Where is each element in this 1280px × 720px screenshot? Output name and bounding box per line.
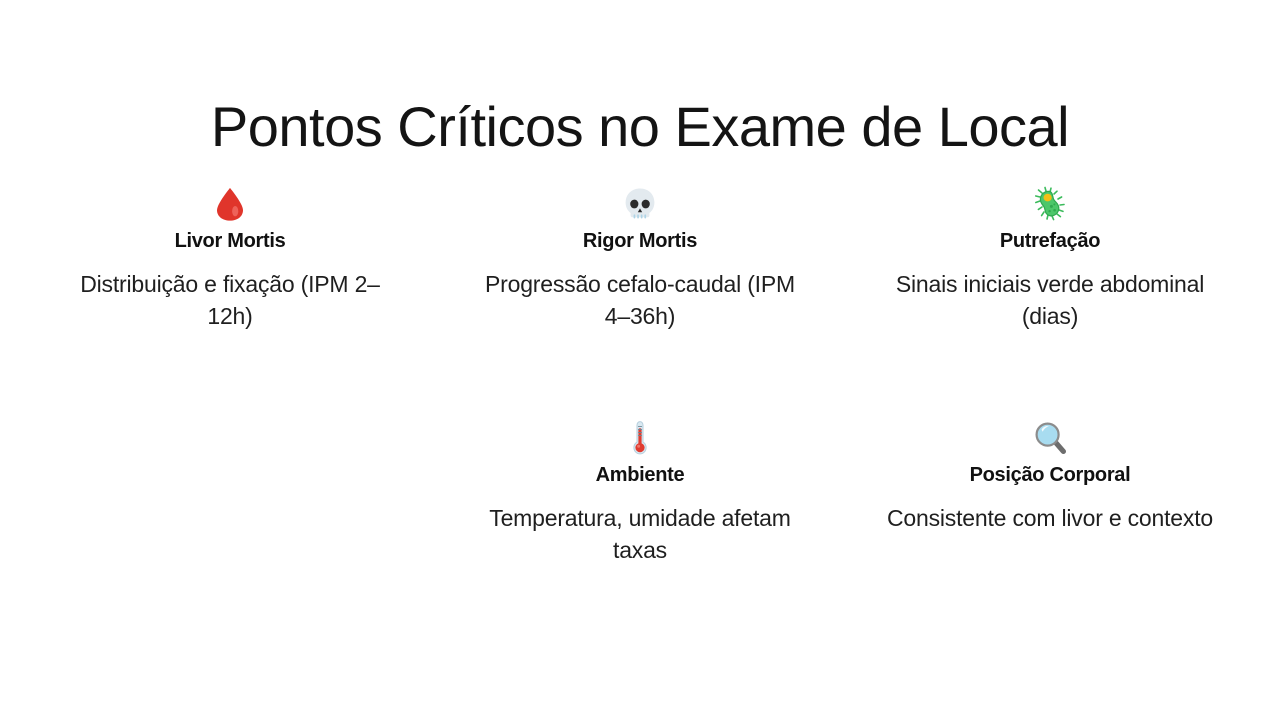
card-description: Sinais iniciais verde abdominal (dias): [895, 271, 1205, 329]
magnifying-glass-icon: [1033, 420, 1067, 456]
card-title: Ambiente: [595, 464, 685, 486]
page-title: Pontos Críticos no Exame de Local: [210, 94, 1070, 158]
thermometer-icon: [623, 420, 657, 456]
microbe-icon: [1033, 186, 1067, 222]
card-description: Progressão cefalo-caudal (IPM 4–36h): [485, 271, 795, 329]
card-description: Consistente com livor e contexto: [887, 505, 1213, 531]
card-posicao-corporal: Posição Corporal Consistente com livor e…: [845, 420, 1255, 566]
card-description: Distribuição e fixação (IPM 2–12h): [80, 271, 380, 329]
card-row-1: Livor Mortis Distribuição e fixação (IPM…: [0, 186, 1280, 332]
card-title: Rigor Mortis: [582, 230, 698, 252]
card-putrefacao: Putrefação Sinais iniciais verde abdomin…: [845, 186, 1255, 332]
card-rigor-mortis: Rigor Mortis Progressão cefalo-caudal (I…: [435, 186, 845, 332]
card-title: Putrefação: [999, 230, 1101, 252]
skull-icon: [623, 186, 657, 222]
card-ambiente: Ambiente Temperatura, umidade afetam tax…: [435, 420, 845, 566]
card-title: Posição Corporal: [969, 464, 1131, 486]
card-row-2: Ambiente Temperatura, umidade afetam tax…: [0, 420, 1280, 566]
card-description: Temperatura, umidade afetam taxas: [489, 505, 791, 563]
card-livor-mortis: Livor Mortis Distribuição e fixação (IPM…: [25, 186, 435, 332]
blood-drop-icon: [213, 186, 247, 222]
card-title: Livor Mortis: [174, 230, 286, 252]
